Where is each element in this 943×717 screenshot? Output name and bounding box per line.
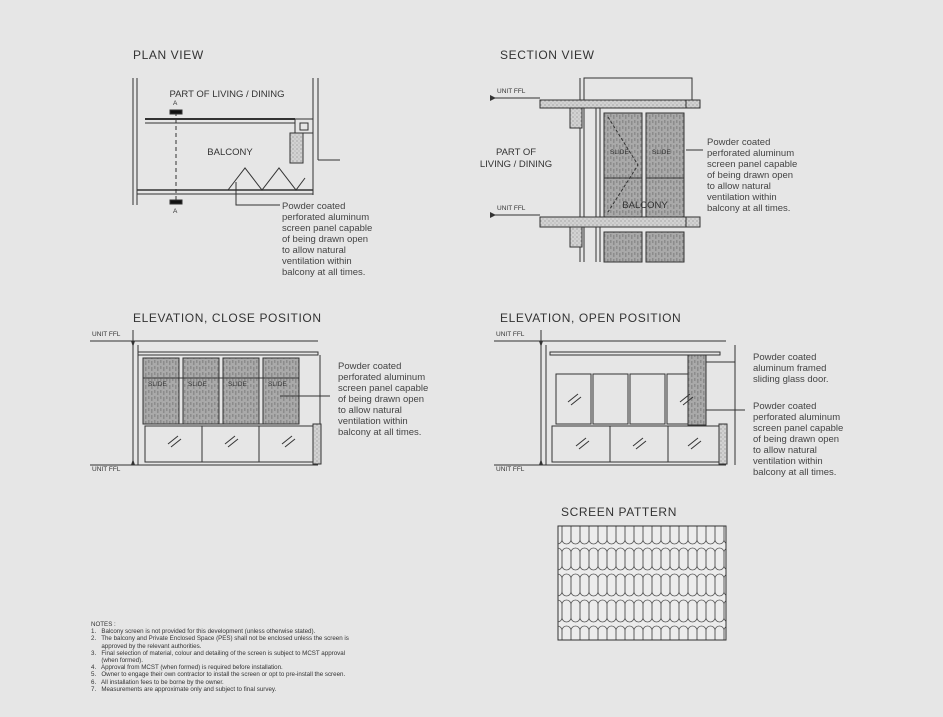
elev-close-slide-3: SLIDE bbox=[228, 381, 247, 388]
section-ffl-top: UNIT FFL bbox=[497, 88, 526, 95]
elev-close-ffl-top: UNIT FFL bbox=[92, 331, 121, 338]
section-note-line: Powder coated bbox=[707, 137, 771, 148]
elev-open-screen-note: Powder coated perforated aluminum screen… bbox=[753, 401, 868, 478]
note-item: approved by the relevant authorities. bbox=[91, 642, 202, 650]
elev-open-ffl-top: UNIT FFL bbox=[496, 331, 525, 338]
elev-close-note-line: perforated aluminum bbox=[338, 372, 426, 383]
elev-open-ffl-bottom: UNIT FFL bbox=[496, 466, 525, 473]
plan-section-marker-top: A bbox=[173, 100, 178, 107]
plan-note-line: perforated aluminum bbox=[282, 212, 370, 223]
plan-section-marker-bottom: A bbox=[173, 208, 178, 215]
section-room-line: PART OF bbox=[495, 147, 537, 158]
note-item: 4. Approval from MCST (when formed) is r… bbox=[91, 664, 283, 672]
elev-open-note-line: of being drawn open bbox=[753, 434, 840, 445]
section-note-line: perforated aluminum bbox=[707, 148, 795, 159]
plan-note-line: ventilation within bbox=[282, 256, 352, 267]
elev-open-door-line: sliding glass door. bbox=[753, 374, 829, 385]
section-view-title: SECTION VIEW bbox=[500, 48, 595, 62]
elev-close-note-line: screen panel capable bbox=[338, 383, 429, 394]
elev-close-note-line: to allow natural bbox=[338, 405, 402, 416]
section-slide-label-2: SLIDE bbox=[652, 149, 671, 156]
section-note-line: balcony at all times. bbox=[707, 203, 791, 214]
elev-open-door-note: Powder coated aluminum framed sliding gl… bbox=[753, 352, 863, 385]
screen-pattern-title: SCREEN PATTERN bbox=[561, 505, 677, 519]
note-item: 2. The balcony and Private Enclosed Spac… bbox=[91, 635, 349, 643]
elev-close-slide-2: SLIDE bbox=[188, 381, 207, 388]
elev-open-door-line: Powder coated bbox=[753, 352, 817, 363]
note-item: 3. Final selection of material, colour a… bbox=[91, 649, 346, 657]
plan-balcony-label: BALCONY bbox=[207, 147, 253, 158]
section-note-line: of being drawn open bbox=[707, 170, 794, 181]
elevation-close-title: ELEVATION, CLOSE POSITION bbox=[133, 311, 322, 325]
section-note-line: to allow natural bbox=[707, 181, 771, 192]
note-item: 5. Owner to engage their own contractor … bbox=[91, 671, 346, 679]
elev-open-note-line: screen panel capable bbox=[753, 423, 844, 434]
elev-open-note-line: perforated aluminum bbox=[753, 412, 841, 423]
plan-note-line: to allow natural bbox=[282, 245, 346, 256]
plan-note-line: screen panel capable bbox=[282, 223, 373, 234]
elev-close-ffl-bottom: UNIT FFL bbox=[92, 466, 121, 473]
note-item: 1. Balcony screen is not provided for th… bbox=[91, 628, 316, 636]
notes-block: NOTES : 1. Balcony screen is not provide… bbox=[91, 621, 511, 693]
note-item: (when formed). bbox=[91, 657, 143, 665]
section-note-line: ventilation within bbox=[707, 192, 777, 203]
plan-note-line: of being drawn open bbox=[282, 234, 369, 245]
section-screen-note: Powder coated perforated aluminum screen… bbox=[707, 137, 822, 214]
elev-close-note-line: balcony at all times. bbox=[338, 427, 422, 438]
elev-open-note-line: Powder coated bbox=[753, 401, 817, 412]
elev-close-screen-note: Powder coated perforated aluminum screen… bbox=[338, 361, 453, 438]
note-item: 6. All installation fees to be borne by … bbox=[91, 678, 224, 686]
note-item: 7. Measurements are approximate only and… bbox=[91, 685, 277, 693]
elev-close-slide-4: SLIDE bbox=[268, 381, 287, 388]
elev-open-note-line: ventilation within bbox=[753, 456, 823, 467]
section-room-line: LIVING / DINING bbox=[479, 159, 553, 170]
elev-close-slide-1: SLIDE bbox=[148, 381, 167, 388]
notes-heading: NOTES : bbox=[91, 621, 116, 628]
plan-note-line: balcony at all times. bbox=[282, 267, 366, 278]
elev-close-note-line: ventilation within bbox=[338, 416, 408, 427]
elevation-open-title: ELEVATION, OPEN POSITION bbox=[500, 311, 682, 325]
plan-view-title: PLAN VIEW bbox=[133, 48, 204, 62]
elev-close-note-line: of being drawn open bbox=[338, 394, 425, 405]
plan-screen-note: Powder coated perforated aluminum screen… bbox=[282, 201, 392, 278]
elev-open-door-line: aluminum framed bbox=[753, 363, 827, 374]
plan-note-line: Powder coated bbox=[282, 201, 346, 212]
elev-close-note-line: Powder coated bbox=[338, 361, 402, 372]
section-slide-label-1: SLIDE bbox=[610, 149, 629, 156]
section-balcony-label: BALCONY bbox=[622, 200, 668, 211]
elev-open-note-line: to allow natural bbox=[753, 445, 817, 456]
plan-room-label: PART OF LIVING / DINING bbox=[169, 89, 285, 100]
elev-open-note-line: balcony at all times. bbox=[753, 467, 837, 478]
section-room-label: PART OF LIVING / DINING bbox=[466, 147, 566, 171]
section-ffl-bottom: UNIT FFL bbox=[497, 205, 526, 212]
section-note-line: screen panel capable bbox=[707, 159, 798, 170]
